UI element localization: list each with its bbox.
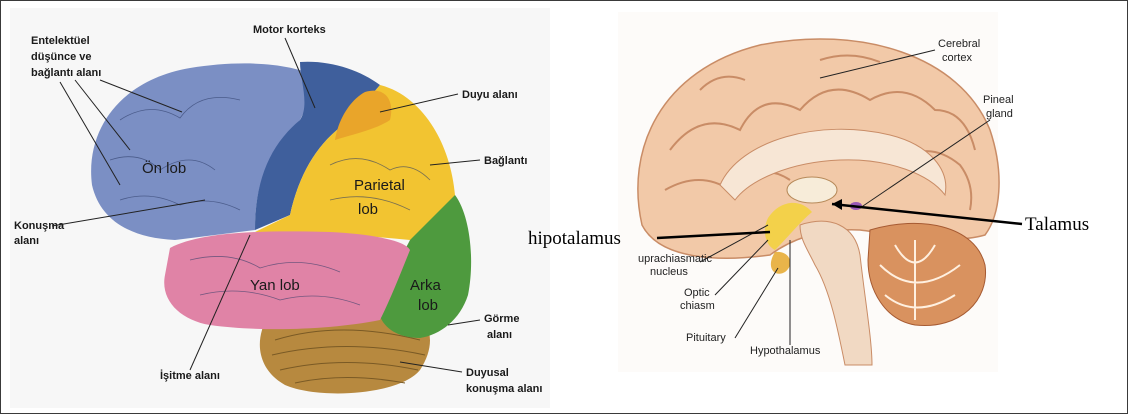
- label-konusma-1: Konuşma: [14, 220, 65, 232]
- label-optic-1: Optic: [684, 287, 710, 299]
- thalamus: [787, 177, 837, 203]
- label-hypothalamus: Hypothalamus: [750, 345, 821, 357]
- label-entelektuel-1: Entelektüel: [31, 35, 90, 47]
- label-pituitary: Pituitary: [686, 332, 726, 344]
- label-gorme-2: alanı: [487, 329, 512, 341]
- label-duyu-alani: Duyu alanı: [462, 89, 518, 101]
- label-cerebral-2: cortex: [942, 52, 972, 64]
- lobe-on: Ön lob: [142, 159, 186, 177]
- label-baglanti: Bağlantı: [484, 155, 527, 167]
- label-motor-korteks: Motor korteks: [253, 24, 326, 36]
- label-isitme-alani: İşitme alanı: [160, 369, 220, 382]
- lobe-yan: Yan lob: [250, 277, 300, 294]
- label-suprachiasmatic-1: uprachiasmatic: [638, 253, 712, 265]
- label-entelektuel-2: düşünce ve: [31, 51, 92, 63]
- annotation-talamus: Talamus: [1025, 214, 1089, 235]
- right-brain-illustration: [618, 12, 999, 372]
- label-pineal-2: gland: [986, 108, 1013, 120]
- lobe-parietal-2: lob: [358, 201, 378, 218]
- label-suprachiasmatic-2: nucleus: [650, 266, 688, 278]
- lobe-arka-2: lob: [418, 297, 438, 314]
- lobe-parietal-1: Parietal: [354, 177, 405, 194]
- annotation-hipotalamus: hipotalamus: [528, 228, 621, 249]
- label-konusma-2: alanı: [14, 235, 39, 247]
- label-pineal-1: Pineal: [983, 94, 1014, 106]
- label-entelektuel-3: bağlantı alanı: [31, 67, 101, 79]
- label-optic-2: chiasm: [680, 300, 715, 312]
- lobe-arka-1: Arka: [410, 277, 442, 294]
- label-gorme-1: Görme: [484, 313, 519, 325]
- label-cerebral-1: Cerebral: [938, 38, 980, 50]
- label-duyusal-1: Duyusal: [466, 367, 509, 379]
- label-duyusal-2: konuşma alanı: [466, 383, 542, 395]
